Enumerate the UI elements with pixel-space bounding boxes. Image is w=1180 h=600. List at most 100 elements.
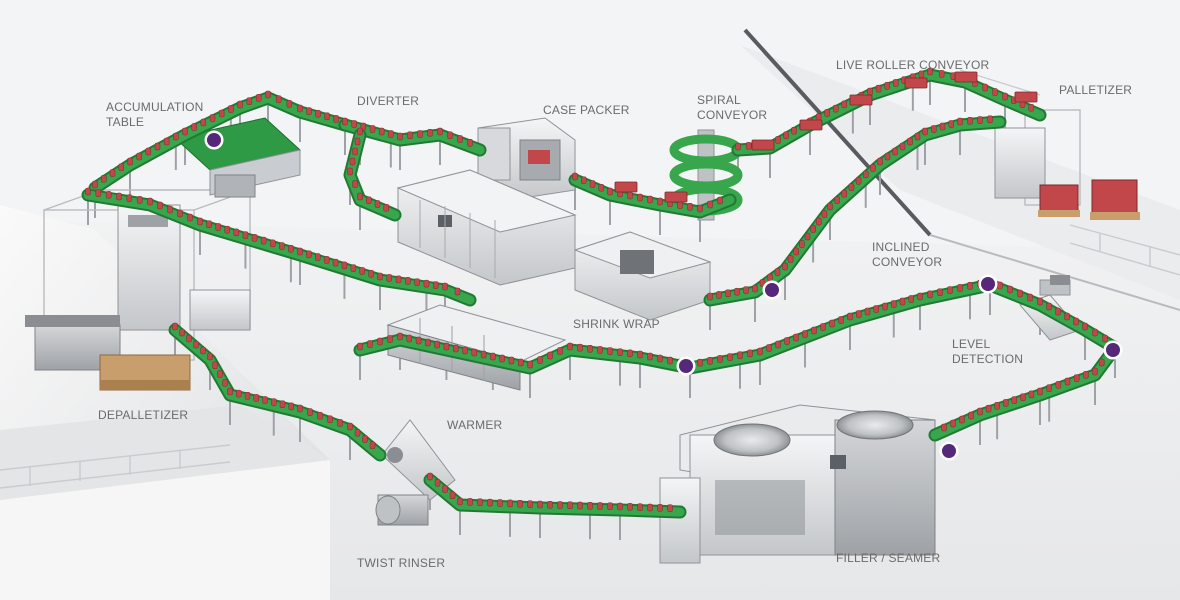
can — [747, 349, 753, 358]
can — [557, 501, 563, 509]
label-spiral-conveyor-line2: CONVEYOR — [697, 108, 768, 122]
can — [279, 242, 285, 250]
hotspot-level-detection-start[interactable] — [978, 274, 998, 294]
can — [182, 127, 188, 136]
hotspot-accumulation-table[interactable] — [204, 130, 224, 150]
can — [774, 268, 781, 276]
can — [127, 157, 133, 166]
hotspot-filler-exit[interactable] — [939, 441, 959, 461]
can — [269, 239, 276, 248]
label-case-packer: CASE PACKER — [543, 103, 630, 117]
case-box — [751, 139, 775, 151]
hotspot-dot — [765, 283, 779, 297]
can — [374, 200, 381, 208]
product-cases — [614, 71, 1038, 203]
can — [288, 245, 294, 253]
can — [783, 131, 789, 140]
can — [982, 83, 988, 92]
can — [425, 338, 431, 347]
can — [1046, 302, 1052, 311]
hotspot-dot — [207, 133, 221, 147]
can — [994, 402, 1000, 410]
can — [637, 350, 643, 359]
can — [423, 279, 430, 288]
can — [864, 307, 871, 316]
can — [432, 281, 439, 289]
can — [405, 277, 411, 285]
can — [517, 500, 523, 508]
filler-seamer-machine — [659, 404, 936, 564]
can — [992, 88, 998, 96]
can — [884, 152, 891, 161]
can — [366, 196, 372, 204]
can — [386, 274, 393, 282]
can — [1027, 293, 1033, 302]
can — [914, 132, 921, 141]
can — [627, 191, 633, 200]
can — [667, 356, 673, 365]
can — [507, 499, 513, 508]
can — [354, 429, 361, 437]
can — [725, 289, 731, 298]
can — [462, 346, 468, 355]
can — [677, 201, 683, 209]
can — [793, 247, 799, 256]
can — [212, 361, 218, 369]
can — [567, 501, 573, 509]
can — [369, 441, 376, 449]
can — [352, 147, 358, 156]
case-box — [799, 119, 823, 131]
can — [1083, 371, 1089, 379]
can — [775, 136, 781, 144]
accumulation-table-machine — [173, 117, 302, 198]
can — [383, 204, 389, 212]
can — [397, 332, 403, 341]
belt-inclined-surface — [705, 117, 1005, 305]
can — [242, 231, 249, 239]
can — [395, 275, 402, 284]
can — [1046, 384, 1052, 392]
can — [1037, 297, 1043, 306]
can — [782, 262, 788, 271]
can — [215, 223, 221, 231]
can — [1055, 381, 1062, 389]
can — [927, 290, 933, 299]
can — [899, 142, 906, 151]
can — [377, 337, 383, 346]
can — [1064, 312, 1070, 321]
can — [745, 142, 752, 150]
case-box — [664, 191, 688, 203]
can — [957, 117, 963, 126]
can — [172, 322, 178, 331]
can — [657, 504, 663, 512]
can — [207, 352, 213, 361]
can — [467, 139, 473, 147]
label-accumulation-table-line1: ACCUMULATION — [106, 100, 204, 114]
can — [977, 407, 983, 416]
label-accumulation-table: ACCUMULATION TABLE — [106, 100, 204, 130]
can — [101, 175, 107, 183]
can — [875, 84, 882, 93]
hotspot-level-detection[interactable] — [1103, 340, 1123, 360]
label-twist-rinser: TWIST RINSER — [357, 556, 446, 570]
can — [177, 209, 183, 218]
can — [193, 340, 199, 349]
can — [627, 349, 633, 358]
can — [517, 358, 524, 367]
can — [870, 164, 876, 172]
can — [697, 204, 703, 213]
can — [537, 356, 543, 364]
belt-inclined — [703, 115, 1007, 307]
hotspot-inclined-conveyor[interactable] — [762, 280, 782, 300]
can — [191, 123, 197, 131]
can — [275, 95, 282, 103]
hotspot-shrink-wrap-exit[interactable] — [676, 356, 696, 376]
can — [260, 236, 267, 245]
can — [939, 122, 946, 131]
can — [816, 217, 822, 226]
can — [406, 334, 413, 343]
label-diverter: DIVERTER — [357, 94, 420, 108]
can — [342, 117, 348, 126]
can — [617, 502, 623, 511]
can — [351, 120, 357, 128]
